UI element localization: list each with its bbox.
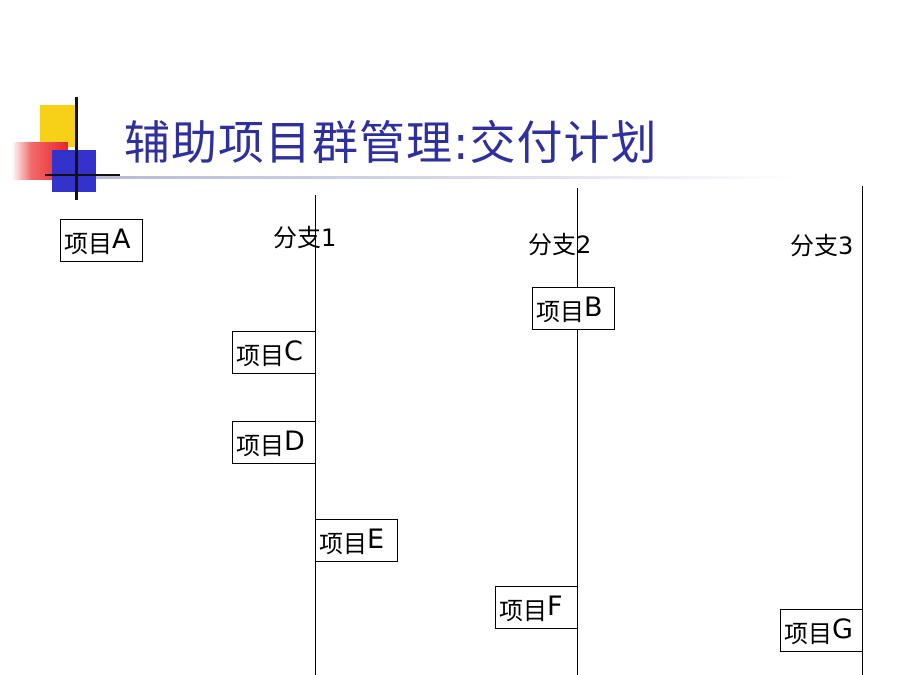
project-prefix: 项目 — [236, 342, 284, 370]
logo-vertical-line — [75, 97, 78, 200]
project-letter: F — [547, 591, 563, 622]
logo-horizontal-line — [45, 174, 120, 176]
project-box-d: 项目D — [232, 421, 316, 464]
title-underline — [96, 176, 796, 179]
project-prefix: 项目 — [236, 432, 284, 460]
slide-title: 辅助项目群管理:交付计划 — [124, 116, 658, 170]
logo-yellow-square — [40, 105, 78, 147]
project-prefix: 项目 — [499, 597, 547, 625]
project-letter: G — [832, 614, 853, 645]
project-box-f: 项目F — [495, 586, 578, 629]
branch-2-label: 分支2 — [528, 231, 592, 259]
branch-1-label: 分支1 — [273, 224, 337, 252]
logo-blue-square — [52, 150, 96, 192]
project-prefix: 项目 — [784, 620, 832, 648]
project-letter: E — [367, 524, 385, 555]
project-box-g: 项目G — [780, 609, 863, 652]
project-box-c: 项目C — [232, 331, 316, 374]
project-letter: D — [284, 426, 305, 457]
branch-2-line — [577, 188, 578, 675]
project-box-b: 项目B — [532, 287, 615, 330]
branch-3-line — [862, 186, 863, 675]
project-letter: B — [584, 292, 603, 323]
project-prefix: 项目 — [64, 230, 112, 258]
branch-3-label: 分支3 — [790, 232, 854, 260]
project-letter: A — [112, 224, 131, 255]
project-prefix: 项目 — [536, 298, 584, 326]
project-box-a: 项目A — [60, 219, 143, 262]
project-prefix: 项目 — [319, 530, 367, 558]
project-letter: C — [284, 336, 303, 367]
project-box-e: 项目E — [315, 519, 398, 562]
